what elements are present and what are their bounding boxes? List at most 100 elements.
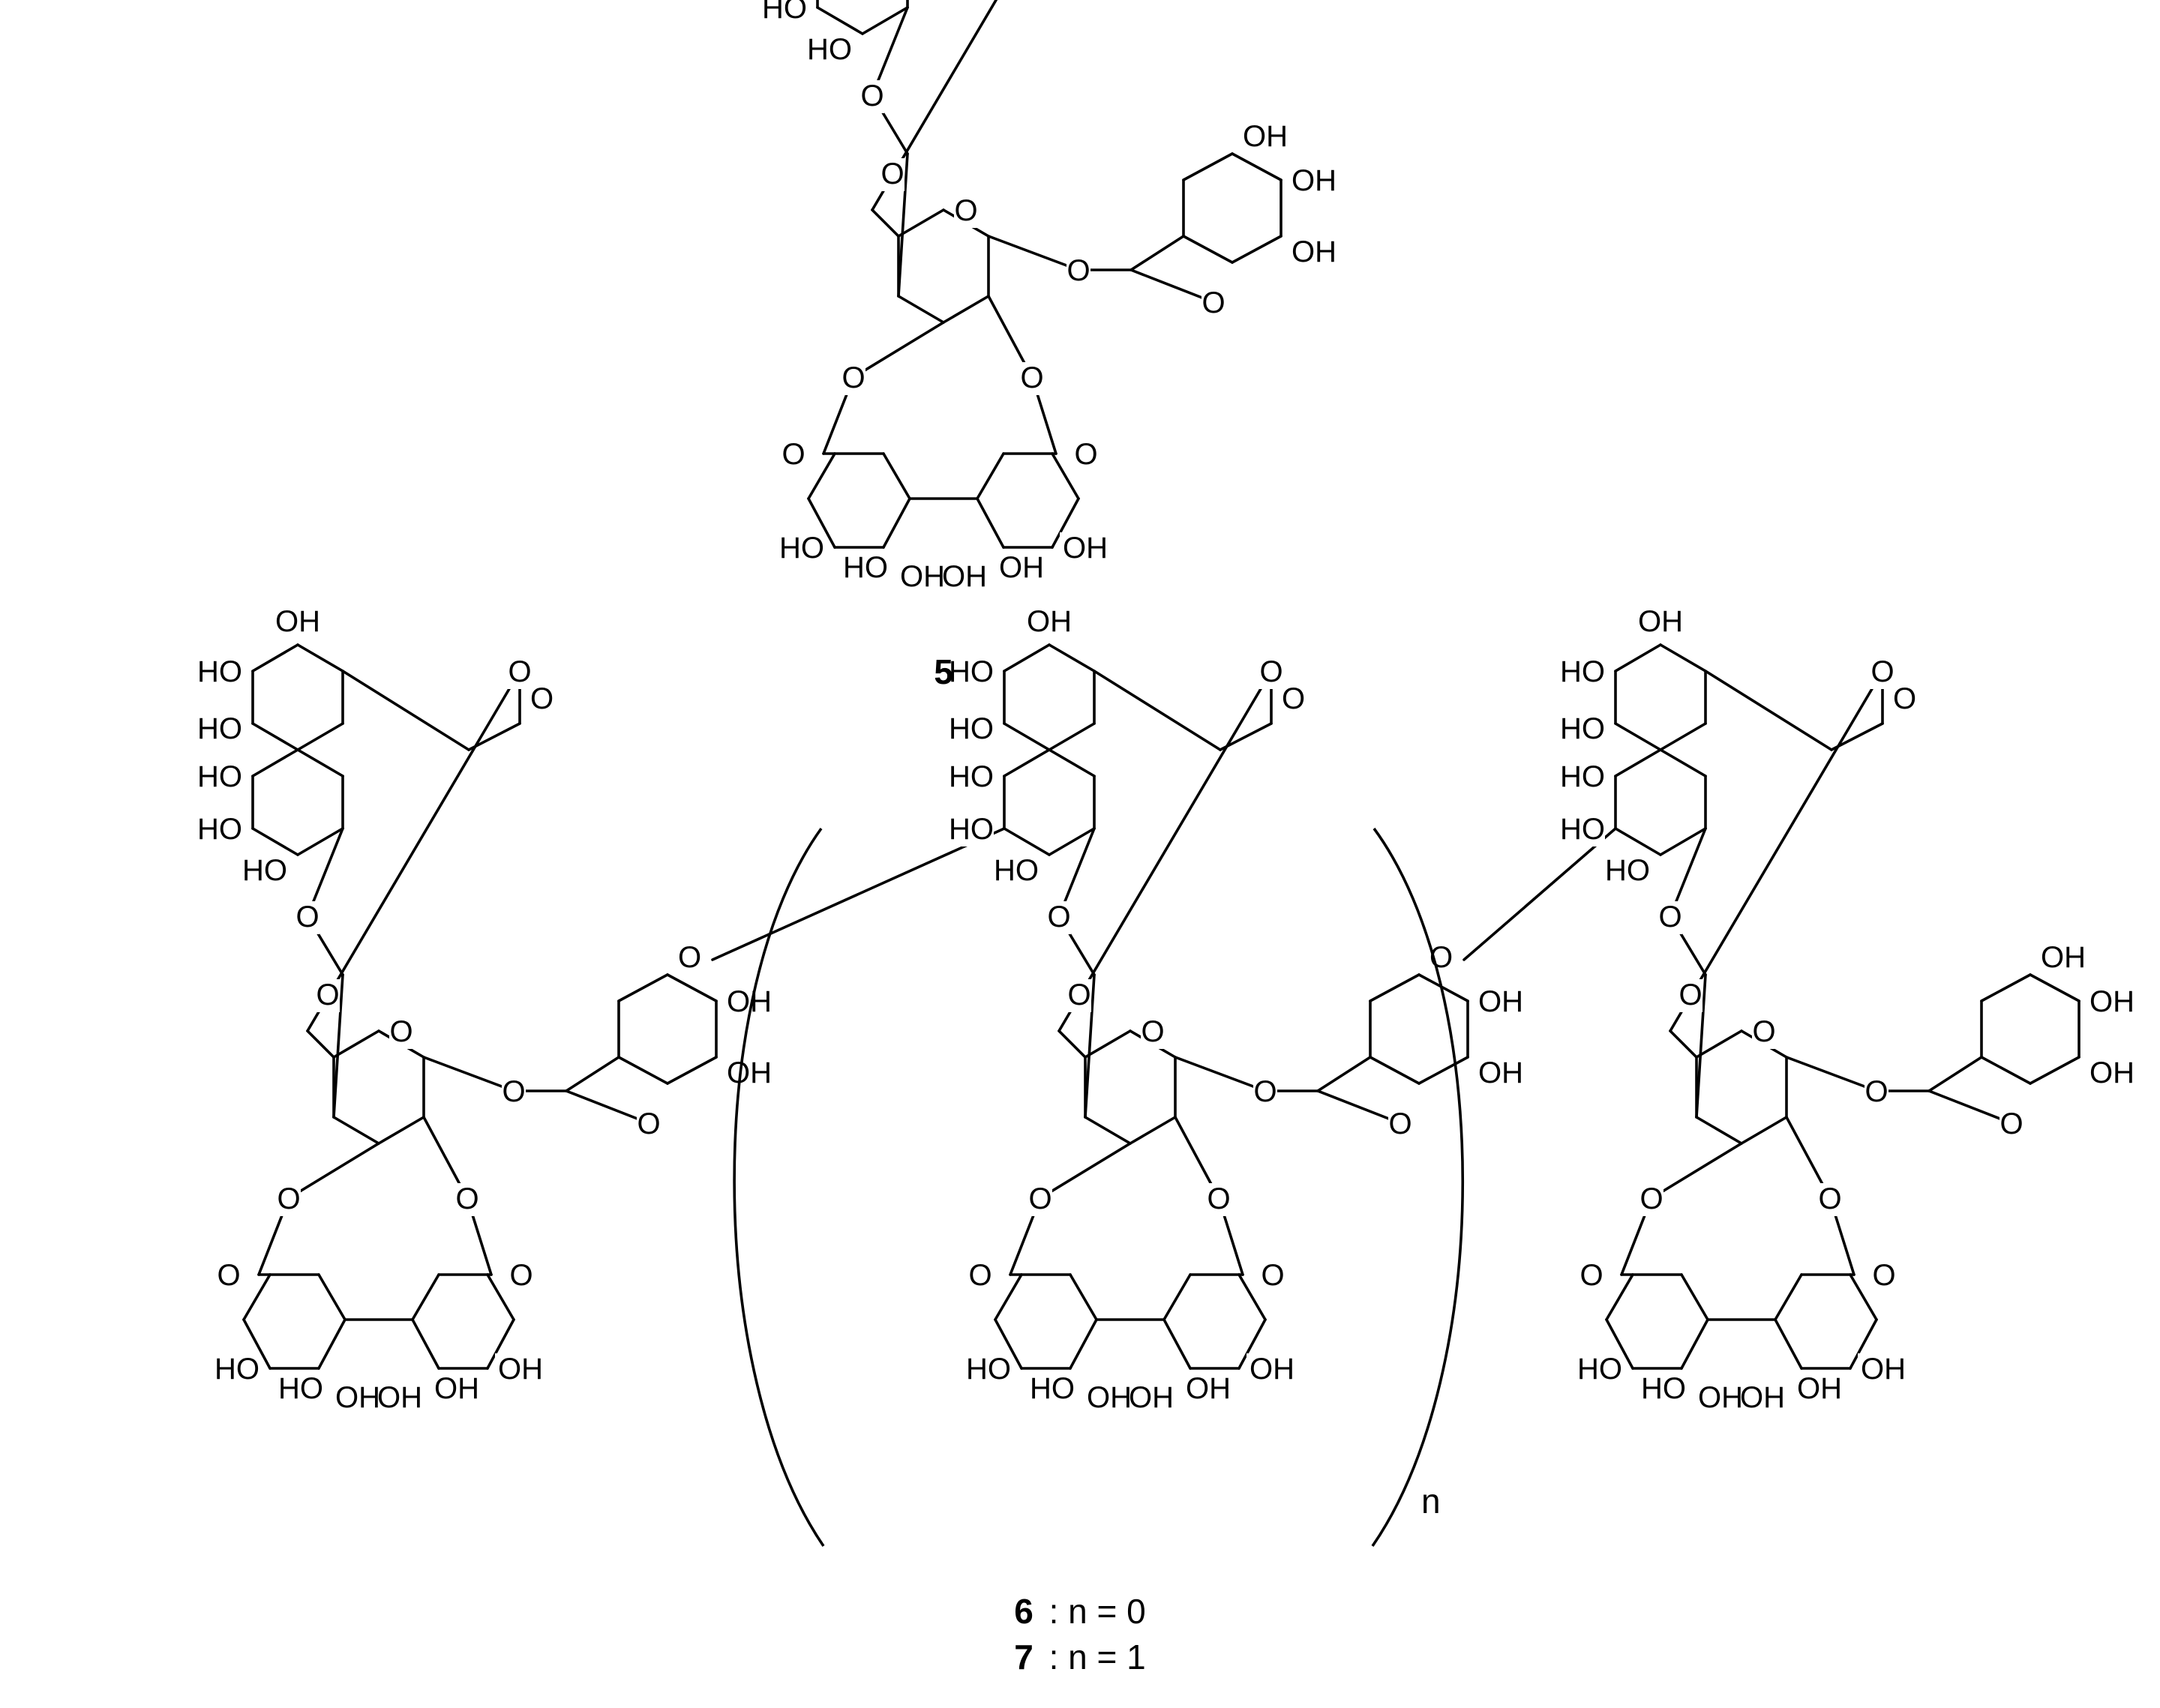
hydroxyl-label: HO	[1030, 1372, 1075, 1405]
bond	[242, 1318, 272, 1370]
hydroxyl-label: OH	[1250, 1353, 1294, 1386]
label-mask	[952, 656, 994, 689]
bond	[1659, 748, 1707, 778]
label-mask	[782, 532, 824, 565]
hydroxyl-label: HO	[949, 655, 994, 688]
label-mask	[1695, 1382, 1737, 1415]
bond	[1704, 670, 1833, 751]
bond	[1659, 827, 1707, 856]
label-mask	[1743, 1382, 1785, 1415]
bond	[1695, 1116, 1743, 1145]
label-mask	[1752, 1016, 1776, 1049]
carbonyl-oxygen-label: O	[217, 1259, 240, 1292]
compound-7-condition: : n = 1	[1049, 1638, 1146, 1677]
ester-oxygen-label: O	[1870, 655, 1894, 688]
bond	[306, 670, 521, 1032]
bond	[1928, 1056, 1983, 1092]
bond	[422, 1056, 515, 1092]
hydroxyl-label: HO	[949, 712, 994, 745]
ester-oxygen-label: O	[1640, 1182, 1663, 1215]
label-mask	[200, 814, 242, 847]
bond	[1849, 1273, 1878, 1321]
label-mask	[1388, 1108, 1412, 1141]
label-mask	[1246, 1353, 1288, 1386]
label-mask	[1563, 814, 1605, 847]
bond	[242, 1273, 272, 1321]
bond	[1462, 827, 1617, 961]
hydroxyl-label: OH	[1129, 1381, 1174, 1414]
label-mask	[200, 656, 242, 689]
bond	[1238, 1273, 1267, 1321]
hydroxyl-label: OH	[2090, 985, 2134, 1018]
label-mask	[280, 1373, 322, 1406]
label-mask	[277, 606, 319, 639]
bond	[1418, 1056, 1469, 1085]
bond	[1774, 1273, 1803, 1321]
hydroxyl-label: OH	[1797, 1372, 1842, 1405]
bond	[1369, 1056, 1420, 1085]
ester-oxygen-label: O	[1047, 900, 1070, 933]
label-mask	[1640, 606, 1682, 639]
label-mask	[952, 761, 994, 794]
bond	[486, 1273, 515, 1321]
hydroxyl-label: HO	[1560, 655, 1605, 688]
label-mask	[1642, 1373, 1684, 1406]
hydroxyl-label: OH	[1478, 1056, 1523, 1089]
bond	[1740, 1116, 1788, 1145]
label-mask	[2038, 942, 2080, 975]
bond	[1695, 1029, 1743, 1059]
bond	[617, 1056, 669, 1085]
label-mask	[1207, 1183, 1231, 1216]
bond	[565, 1056, 620, 1092]
bond	[861, 6, 909, 35]
bond	[897, 208, 945, 238]
hydroxyl-label: OH	[1186, 1372, 1231, 1405]
bond	[1316, 1056, 1372, 1092]
hydroxyl-label: HO	[197, 813, 242, 846]
carbonyl-oxygen-label: O	[880, 157, 904, 190]
label-mask	[997, 855, 1039, 888]
label-mask	[1818, 1183, 1842, 1216]
bond	[1231, 152, 1282, 181]
ether-oxygen-label: O	[678, 941, 701, 974]
bond	[317, 1318, 346, 1370]
label-mask	[1132, 1382, 1174, 1415]
ester-oxygen-label: O	[1818, 1182, 1841, 1215]
label-mask	[332, 1382, 374, 1415]
hydroxyl-label: OH	[434, 1372, 479, 1405]
label-mask	[1640, 1183, 1664, 1216]
ester-oxygen-label: O	[860, 79, 884, 112]
label-mask	[1074, 439, 1098, 472]
hydroxyl-label: HO	[966, 1353, 1011, 1386]
bond	[332, 1116, 380, 1145]
ester-oxygen-label: O	[842, 361, 865, 394]
bond	[1174, 1056, 1267, 1092]
hydroxyl-label: HO	[197, 712, 242, 745]
ester-oxygen-label: O	[1207, 1182, 1230, 1215]
bond	[666, 973, 718, 1002]
ester-oxygen-label: O	[1028, 1182, 1052, 1215]
label-mask	[527, 683, 551, 716]
bond	[1084, 1029, 1132, 1059]
carbonyl-oxygen-label: O	[1872, 1259, 1895, 1292]
hydroxyl-label: HO	[197, 760, 242, 793]
ring-oxygen-label: O	[389, 1015, 412, 1048]
label-mask	[1261, 1260, 1285, 1293]
bond	[1669, 1029, 1698, 1059]
bond	[1069, 1318, 1098, 1370]
label-mask	[860, 80, 884, 113]
label-mask	[200, 713, 242, 746]
bond	[666, 1056, 718, 1085]
bond	[1418, 973, 1469, 1002]
bond	[1058, 670, 1273, 1032]
label-mask	[1890, 683, 1914, 716]
carbonyl-oxygen-label: O	[316, 978, 339, 1011]
bond	[317, 1273, 346, 1321]
hydroxyl-label: HO	[214, 1353, 260, 1386]
hydroxyl-label: OH	[1478, 985, 1523, 1018]
bonds-layer	[242, 0, 2080, 1370]
carbonyl-oxygen-label: O	[1261, 1259, 1284, 1292]
hydroxyl-label: OH	[1861, 1353, 1906, 1386]
carbonyl-oxygen-label: O	[782, 438, 805, 471]
hydroxyl-label: HO	[994, 854, 1039, 887]
